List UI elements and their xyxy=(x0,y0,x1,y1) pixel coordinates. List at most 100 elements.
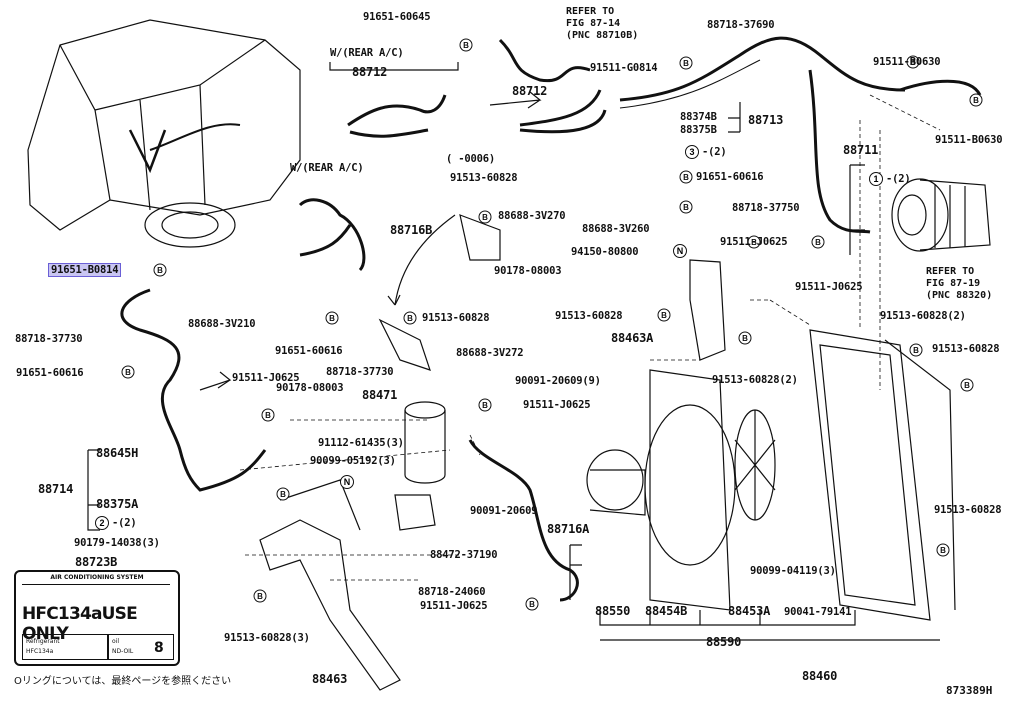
refer-fig-87-14-line1: REFER TO xyxy=(566,6,615,17)
part-90041-79141[interactable]: 90041-79141 xyxy=(784,606,852,618)
circle-callout-3: 3 xyxy=(685,145,699,159)
bolt-callout-b: B xyxy=(280,490,286,499)
part-91513-60828-2-a[interactable]: 91513-60828(2) xyxy=(880,310,966,322)
label-card-refrigerant: Refrigerant xyxy=(26,638,60,645)
part-88712[interactable]: 88712 xyxy=(352,65,388,79)
part-88590[interactable]: 88590 xyxy=(706,635,742,649)
note-with-rear-ac-2: W/(REAR A/C) xyxy=(290,162,364,174)
part-91511-J0625-e[interactable]: 91511-J0625 xyxy=(420,600,488,612)
part-91511-J0625-c[interactable]: 91511-J0625 xyxy=(232,372,300,384)
bolt-callout-b: B xyxy=(815,238,821,247)
part-88718-24060[interactable]: 88718-24060 xyxy=(418,586,486,598)
label-card-main-text: HFC134aUSE ONLY xyxy=(22,604,138,644)
refer-fig-87-19-line2[interactable]: FIG 87-19 xyxy=(926,278,981,289)
bolt-callout-b: B xyxy=(482,401,488,410)
part-88472-37190[interactable]: 88472-37190 xyxy=(430,549,498,561)
compressor xyxy=(891,178,991,252)
part-91513-60828-d[interactable]: 91513-60828 xyxy=(932,343,1000,355)
part-88471[interactable]: 88471 xyxy=(362,388,398,402)
bolt-callout-b: B xyxy=(661,311,667,320)
part-88454B[interactable]: 88454B xyxy=(645,604,688,618)
part-90099-04119-3[interactable]: 90099-04119(3) xyxy=(750,565,836,577)
part-91511-G0814[interactable]: 91511-G0814 xyxy=(590,62,658,74)
part-88716B[interactable]: 88716B xyxy=(390,223,433,237)
part-91511-J0625-d[interactable]: 91511-J0625 xyxy=(523,399,591,411)
part-90091-20609-9[interactable]: 90091-20609(9) xyxy=(515,375,601,387)
part-90178-08003-b[interactable]: 90178-08003 xyxy=(276,382,344,394)
part-88688-3V272[interactable]: 88688-3V272 xyxy=(456,347,524,359)
bolt-callout-b: B xyxy=(910,58,916,67)
part-90179-14038-3[interactable]: 90179-14038(3) xyxy=(74,537,160,549)
part-88375A[interactable]: 88375A xyxy=(96,497,139,511)
part-90099-05192-3[interactable]: 90099-05192(3) xyxy=(310,455,396,467)
part-88688-3V210[interactable]: 88688-3V210 xyxy=(188,318,256,330)
refer-fig-87-14-line2[interactable]: FIG 87-14 xyxy=(566,18,621,29)
part-91513-60828-e[interactable]: 91513-60828 xyxy=(934,504,1002,516)
vehicle-illustration xyxy=(27,19,301,248)
circle-callout-2: 2 xyxy=(95,516,109,530)
part-91651-B0814-selected[interactable]: 91651-B0814 xyxy=(47,263,122,277)
label-card-header: AIR CONDITIONING SYSTEM xyxy=(50,574,144,581)
part-91513-60828-3[interactable]: 91513-60828(3) xyxy=(224,632,310,644)
part-88711[interactable]: 88711 xyxy=(843,143,879,157)
part-91511-B0630-b[interactable]: 91511-B0630 xyxy=(935,134,1003,146)
label-card-cell-right xyxy=(108,634,174,660)
part-88375B[interactable]: 88375B xyxy=(680,124,717,136)
part-94150-80800[interactable]: 94150-80800 xyxy=(571,246,639,258)
part-88550[interactable]: 88550 xyxy=(595,604,631,618)
part-91651-60616-a[interactable]: 91651-60616 xyxy=(696,171,764,183)
part-88463A[interactable]: 88463A xyxy=(611,331,654,345)
bolt-callout-b: B xyxy=(973,96,979,105)
part-91511-J0625-b[interactable]: 91511-J0625 xyxy=(795,281,863,293)
part-88718-37750[interactable]: 88718-37750 xyxy=(732,202,800,214)
bolt-callout-b: B xyxy=(940,546,946,555)
part-88714[interactable]: 88714 xyxy=(38,482,74,496)
callout-2-qty: -(2) xyxy=(112,517,137,529)
part-90178-08003-a[interactable]: 90178-08003 xyxy=(494,265,562,277)
part-91513-60828-c[interactable]: 91513-60828 xyxy=(555,310,623,322)
part-91112-61435-3[interactable]: 91112-61435(3) xyxy=(318,437,404,449)
circle-callout-1: 1 xyxy=(869,172,883,186)
circle-callout-N-2: N xyxy=(340,475,354,489)
part-91513-60828-b[interactable]: 91513-60828 xyxy=(422,312,490,324)
part-91651-60645[interactable]: 91651-60645 xyxy=(363,11,431,23)
part-90091-20609[interactable]: 90091-20609 xyxy=(470,505,538,517)
part-88718-37690[interactable]: 88718-37690 xyxy=(707,19,775,31)
part-88713[interactable]: 88713 xyxy=(748,113,784,127)
part-88645H[interactable]: 88645H xyxy=(96,446,139,460)
part-88723B[interactable]: 88723B xyxy=(75,555,118,569)
refer-fig-87-14-line3: (PNC 88710B) xyxy=(566,30,639,41)
part-88688-3V270[interactable]: 88688-3V270 xyxy=(498,210,566,222)
part-91513-60828-2-b[interactable]: 91513-60828(2) xyxy=(712,374,798,386)
part-88718-37730-a[interactable]: 88718-37730 xyxy=(15,333,83,345)
part-88463[interactable]: 88463 xyxy=(312,672,348,686)
bolt-callout-b: B xyxy=(964,381,970,390)
bolt-callout-b: B xyxy=(913,346,919,355)
bolt-callout-b: B xyxy=(683,203,689,212)
part-91513-60828-a[interactable]: 91513-60828 xyxy=(450,172,518,184)
part-91651-60616-b[interactable]: 91651-60616 xyxy=(275,345,343,357)
bolt-callout-b: B xyxy=(463,41,469,50)
svg-text:2: 2 xyxy=(99,518,104,528)
svg-text:N: N xyxy=(344,477,351,487)
part-91651-60616-c[interactable]: 91651-60616 xyxy=(16,367,84,379)
label-card-oil-number: 8 xyxy=(154,640,164,656)
label-card-refrigerant-type: HFC134a xyxy=(26,648,54,655)
label-card-oil-type: ND-OIL xyxy=(112,648,134,655)
part-88460[interactable]: 88460 xyxy=(802,669,838,683)
label-card-cell-left xyxy=(22,634,108,660)
bolt-callout-b: B xyxy=(482,213,488,222)
label-card-rule xyxy=(22,584,170,585)
part-88716A[interactable]: 88716A xyxy=(547,522,590,536)
svg-text:N: N xyxy=(677,246,684,256)
part-88374B[interactable]: 88374B xyxy=(680,111,717,123)
part-88688-3V260[interactable]: 88688-3V260 xyxy=(582,223,650,235)
part-91511-B0630-a[interactable]: 91511-B0630 xyxy=(873,56,941,68)
svg-text:3: 3 xyxy=(689,147,694,157)
part-88718-37730-b[interactable]: 88718-37730 xyxy=(326,366,394,378)
part-88712-rear[interactable]: 88712 xyxy=(512,84,548,98)
part-88453A[interactable]: 88453A xyxy=(728,604,771,618)
receiver-tank xyxy=(404,401,446,484)
svg-text:1: 1 xyxy=(873,174,878,184)
part-91511-J0625-a[interactable]: 91511-J0625 xyxy=(720,236,788,248)
